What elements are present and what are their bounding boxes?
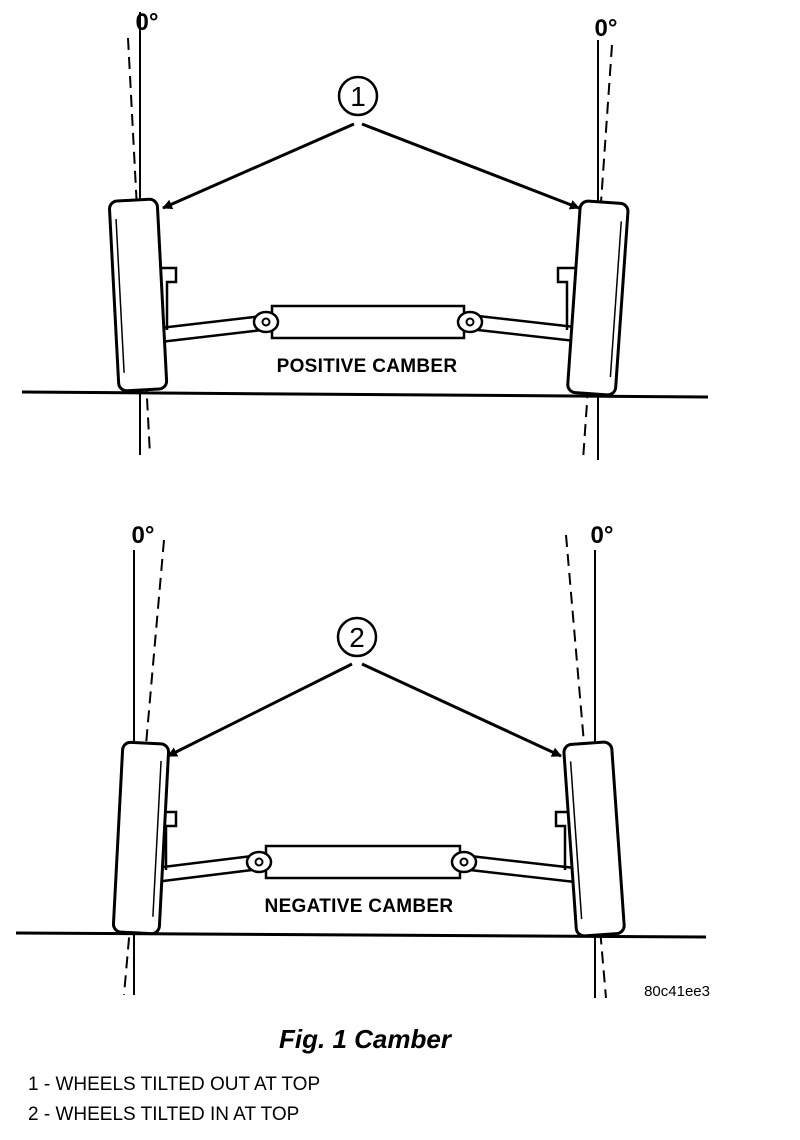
callout-circle bbox=[337, 75, 379, 117]
negative-camber-panel: 2 0° 0° NEGATIVE CAMBER 80c41ee3 bbox=[15, 522, 710, 1000]
callout-arrow bbox=[162, 122, 355, 210]
figure-title: Fig. 1 Camber bbox=[279, 1024, 451, 1054]
callout-arrow bbox=[361, 662, 562, 758]
camber-caption: POSITIVE CAMBER bbox=[277, 356, 458, 377]
zero-degree-label: 0° bbox=[136, 9, 159, 36]
zero-degree-label: 0° bbox=[132, 522, 155, 549]
callout-number: 1 bbox=[350, 81, 366, 112]
spindle-bracket bbox=[158, 810, 178, 870]
lower-control-arm bbox=[469, 854, 577, 884]
right-wheel bbox=[562, 740, 626, 938]
legend-item: 2 - WHEELS TILTED IN AT TOP bbox=[28, 1104, 300, 1125]
lower-control-arm bbox=[154, 854, 254, 884]
lower-control-arm bbox=[159, 314, 264, 344]
callout-arrow bbox=[167, 662, 353, 758]
spindle-bracket bbox=[554, 810, 573, 870]
ground-line bbox=[21, 390, 709, 399]
left-wheel bbox=[108, 197, 169, 393]
legend: 1 - WHEELS TILTED OUT AT TOP 2 - WHEELS … bbox=[28, 1070, 320, 1130]
legend-item: 1 - WHEELS TILTED OUT AT TOP bbox=[28, 1074, 321, 1095]
right-wheel bbox=[566, 199, 630, 397]
positive-camber-panel: 1 0° 0° POSITIVE CAMBER bbox=[21, 9, 709, 461]
lower-control-arm bbox=[477, 314, 577, 343]
callout-number: 2 bbox=[349, 622, 365, 653]
left-wheel bbox=[111, 740, 171, 936]
zero-degree-label: 0° bbox=[591, 522, 614, 549]
image-code: 80c41ee3 bbox=[644, 983, 710, 1000]
callout-arrow bbox=[361, 122, 580, 210]
callout-circle bbox=[336, 616, 378, 658]
spindle-bracket bbox=[160, 266, 178, 330]
zero-degree-label: 0° bbox=[595, 15, 618, 42]
spindle-bracket bbox=[556, 266, 575, 330]
suspension-cylinder bbox=[270, 304, 466, 340]
camber-caption: NEGATIVE CAMBER bbox=[265, 896, 454, 917]
suspension-cylinder bbox=[264, 844, 462, 880]
